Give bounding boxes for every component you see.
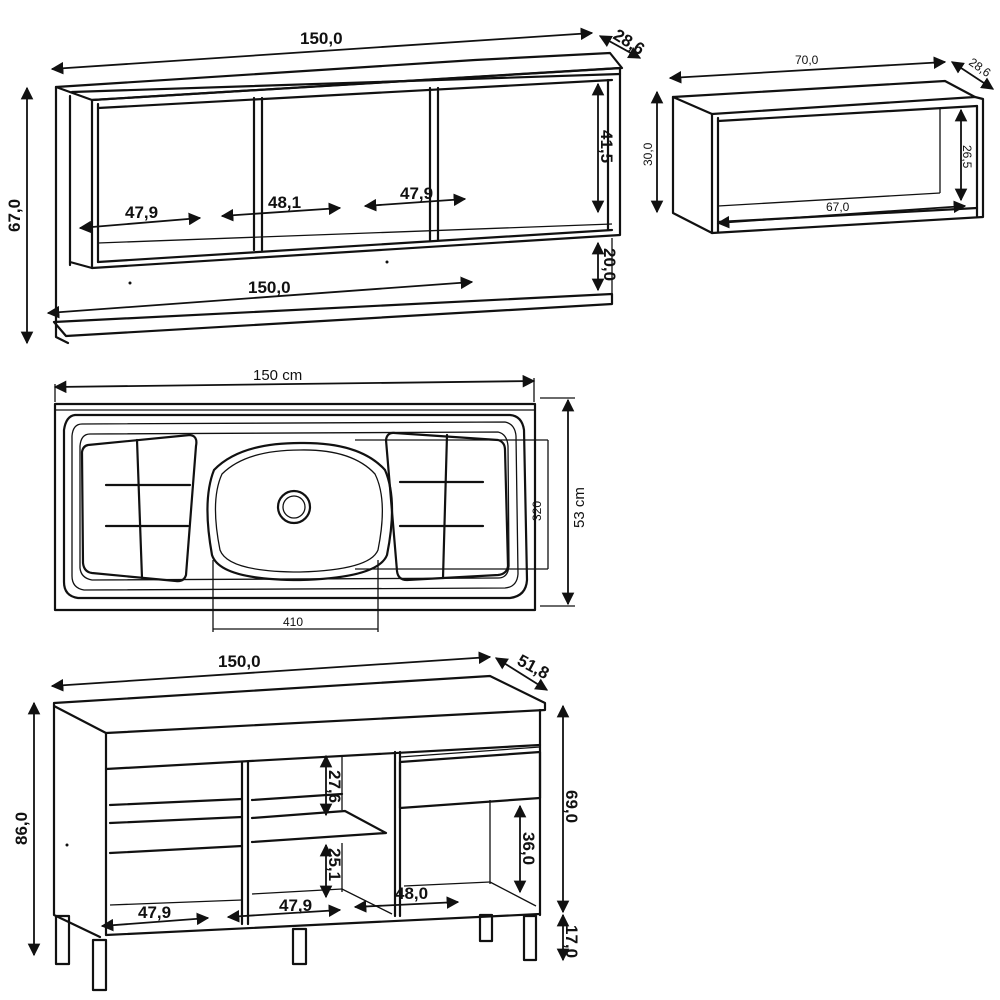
upper-width-label: 150,0 <box>300 29 343 48</box>
niche-right-width-label: 47,9 <box>400 184 433 203</box>
base-depth-label: 51,8 <box>514 651 552 683</box>
base-body-height-label: 69,0 <box>562 790 581 823</box>
base-total-height-label: 86,0 <box>12 812 31 845</box>
upper-depth-label: 28,6 <box>610 25 648 59</box>
base-cabinet-drawing <box>52 674 547 992</box>
lower-niche-height-label: 25,1 <box>325 848 344 881</box>
small-width-label: 70,0 <box>795 53 819 67</box>
upper-height-label: 67,0 <box>5 199 24 232</box>
niche-middle-width-label: 48,1 <box>268 193 301 212</box>
niche-left-width-label: 47,9 <box>125 203 158 222</box>
small-inner-height-label: 26,5 <box>960 145 974 169</box>
shelf-width-label: 150,0 <box>248 278 291 297</box>
right-niche-height-label: 36,0 <box>519 832 538 865</box>
shelf-gap-label: 20,0 <box>600 248 619 281</box>
upper-cabinet-drawing <box>52 51 624 345</box>
upper-niche-height-label: 27,6 <box>325 770 344 803</box>
sink-width-label: 150 cm <box>253 367 302 384</box>
small-inner-width-label: 67,0 <box>826 200 850 214</box>
base-width-label: 150,0 <box>218 652 261 671</box>
niche-height-label: 41,5 <box>597 130 616 163</box>
bowl-width-label: 410 <box>283 615 303 629</box>
right-bay-width-label: 48,0 <box>395 884 428 903</box>
small-depth-label: 28,6 <box>966 55 993 80</box>
small-height-label: 30,0 <box>641 142 655 166</box>
left-bay-width-label: 47,9 <box>138 903 171 922</box>
base-leg-height-label: 17,0 <box>562 925 581 958</box>
bowl-depth-label: 320 <box>530 501 544 521</box>
middle-bay-width-label: 47,9 <box>279 896 312 915</box>
sink-drawing <box>53 402 548 632</box>
sink-depth-label: 53 cm <box>571 487 588 528</box>
